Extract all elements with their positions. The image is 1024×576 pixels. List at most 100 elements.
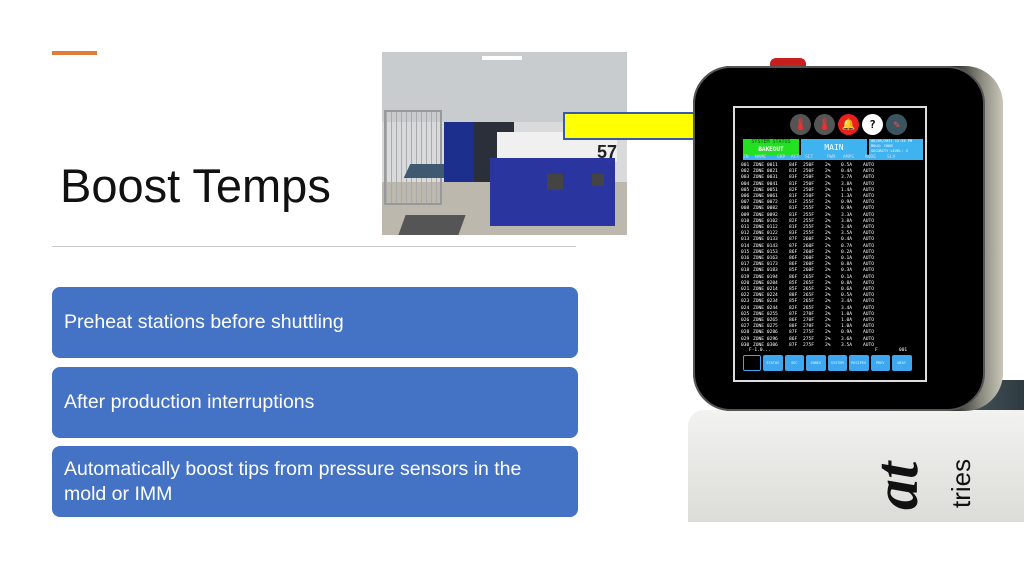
table-cell: 016 <box>741 256 750 261</box>
table-cell: ZONE 019 <box>753 274 776 280</box>
status-button[interactable]: STATUS <box>763 355 783 371</box>
table-cell: 3 <box>775 237 778 243</box>
table-cell: 82F <box>789 218 798 224</box>
recipes-button[interactable]: RECIPES <box>849 355 869 371</box>
table-cell: AUTO <box>863 194 875 199</box>
help-icon[interactable]: ? <box>862 114 883 135</box>
table-cell: 86F <box>789 336 798 342</box>
table-cell: 014 <box>741 243 750 249</box>
table-cell: AUTO <box>863 175 875 181</box>
table-cell: 81F <box>789 212 798 218</box>
table-cell: 2% <box>825 225 831 230</box>
table-cell: 270F <box>803 324 815 330</box>
table-cell: 001 <box>741 163 750 168</box>
col-amps: AMPS <box>843 155 855 160</box>
table-cell: ZONE 011 <box>753 225 776 230</box>
table-cell: 265F <box>803 287 815 292</box>
alarm-bell-icon[interactable]: 🔔 <box>838 114 859 135</box>
table-cell: 6 <box>775 330 778 336</box>
table-cell: 3 <box>775 256 778 261</box>
table-cell: 84F <box>789 163 798 168</box>
col-slv: SLV <box>887 155 896 160</box>
table-cell: 2% <box>825 318 831 323</box>
blank-button[interactable] <box>743 355 761 371</box>
status-value: BAKEOUT <box>758 146 784 153</box>
thermometer-icon[interactable]: 🌡 <box>790 114 811 135</box>
table-cell: 0.4A <box>841 169 853 175</box>
table-cell: 020 <box>741 280 750 286</box>
table-cell: 250F <box>803 175 815 181</box>
table-cell: 2% <box>825 280 831 286</box>
table-cell: 2% <box>825 200 831 206</box>
table-cell: ZONE 029 <box>753 336 776 342</box>
system-status[interactable]: SYSTEM STATUS BAKEOUT <box>743 139 799 156</box>
table-cell: 0.7A <box>841 243 853 249</box>
table-cell: 86F <box>789 249 798 255</box>
table-cell: 1.0A <box>841 311 853 317</box>
table-cell: ZONE 018 <box>753 268 776 274</box>
table-cell: 005 <box>741 187 750 193</box>
table-cell: AUTO <box>863 262 875 268</box>
sec-button[interactable]: SEC <box>784 355 804 371</box>
table-cell: ZONE 012 <box>753 231 776 237</box>
table-cell: 2% <box>825 231 831 237</box>
table-cell: 265F <box>803 305 815 311</box>
table-cell: 0.1A <box>841 256 853 261</box>
datetime: 08/05/2021 12:35 PM <box>871 139 913 143</box>
thermometer-icon[interactable]: 🌡 <box>814 114 835 135</box>
zones-button[interactable]: ZONES <box>806 355 826 371</box>
tools-icon[interactable]: ✎ <box>886 114 907 135</box>
system-button[interactable]: SYSTEM <box>827 355 847 371</box>
table-cell: 3.4A <box>841 299 853 305</box>
table-cell: 2% <box>825 243 831 249</box>
bullet-text: After production interruptions <box>64 391 315 413</box>
bullet-text: Automatically boost tips from pressure s… <box>64 457 522 505</box>
prev-button[interactable]: PREV <box>870 355 890 371</box>
main-button[interactable]: MAIN <box>801 139 867 156</box>
table-cell: AUTO <box>863 249 875 255</box>
table-cell: 250F <box>803 187 815 193</box>
table-cell: 1 <box>775 175 778 181</box>
table-cell: 2% <box>825 163 831 168</box>
next-button[interactable]: NEXT <box>892 355 912 371</box>
table-cell: 270F <box>803 311 815 317</box>
table-cell: 3 <box>775 262 778 268</box>
table-cell: 003 <box>741 175 750 181</box>
table-cell: 2% <box>825 324 831 330</box>
table-cell: 4 <box>775 280 778 286</box>
table-cell: 4 <box>775 293 778 299</box>
table-cell: 265F <box>803 280 815 286</box>
table-cell: 2% <box>825 330 831 336</box>
table-cell: 2% <box>825 169 831 175</box>
